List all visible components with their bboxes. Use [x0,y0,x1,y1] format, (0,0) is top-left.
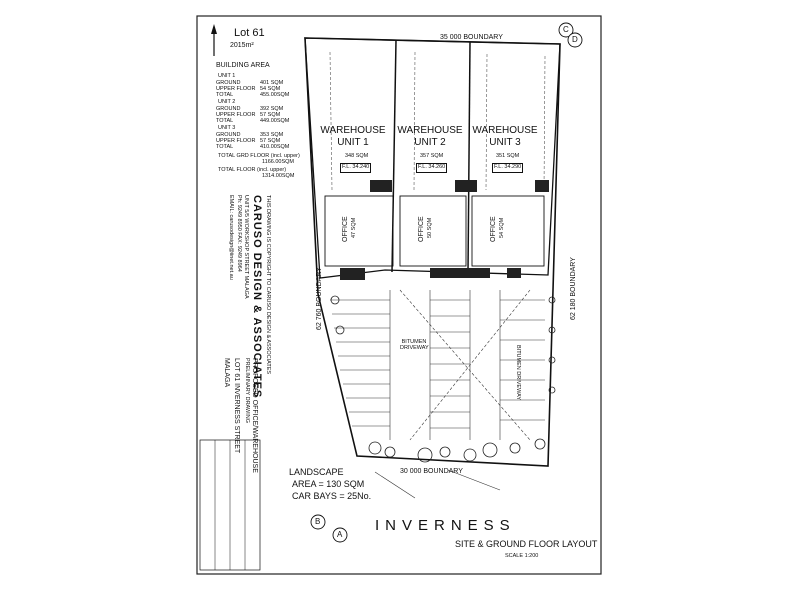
driveway-label-2: BITUMEN DRIVEWAY [515,345,521,401]
warehouse-3-fl: F.L. 34.290 [492,163,524,173]
marker-a: A [337,530,343,539]
project-suburb: MALAGA [223,358,230,388]
unit-1-heading: UNIT 1 [218,73,236,79]
boundary-bottom-label: 30 000 BOUNDARY [400,468,463,475]
warehouse-2-area: 357 SQM [420,153,444,159]
layout-title: SITE & GROUND FLOOR LAYOUT [455,539,598,549]
car-bays [330,289,545,441]
firm-phone: Ph: 9249 8950 FAX: 9249 8964 [236,195,242,272]
grid-markers [310,22,583,543]
marker-c: C [563,25,569,34]
office-2-label: OFFICE [418,216,425,242]
warehouse-1-sub: UNIT 1 [337,137,369,148]
boundary-left-label: 62 760 BOUNDARY [316,267,323,330]
office-3-label: OFFICE [490,216,497,242]
lot-title: Lot 61 [234,27,265,39]
warehouse-1-name: WAREHOUSE [320,125,386,136]
landscape-label: LANDSCAPE [289,467,344,477]
total-gfa-label: TOTAL GRD FLOOR (incl. upper) [218,153,300,159]
office-1-label: OFFICE [342,216,349,242]
warehouse-3-area: 351 SQM [496,153,520,159]
north-arrow-icon [211,24,217,56]
total-gfa-value: 1166.00SQM [262,159,295,165]
lot-area: 2015m² [230,42,254,49]
firm-email: EMAIL: carusodesign@iinet.net.au [228,195,234,280]
office-unit-3 [471,195,545,267]
landscape-shrubs [330,295,556,463]
unit-2-heading: UNIT 2 [218,99,236,105]
landscape-area: AREA = 130 SQM [292,479,365,489]
marker-b: B [315,517,321,526]
office-1-area: 47 SQM [351,217,357,238]
warehouse-2-fl: F.L. 34.260 [416,163,448,173]
car-bays-count: CAR BAYS = 25No. [292,491,372,501]
copyright-note: THIS DRAWING IS COPYRIGHT TO CARUSO DESI… [265,195,271,375]
layout-scale: SCALE 1:200 [505,553,539,559]
office-unit-2 [399,195,467,267]
office-2-area: 50 SQM [427,217,433,238]
total-floor-label: TOTAL FLOOR (incl. upper) [218,167,287,173]
unit-3-heading: UNIT 3 [218,125,236,131]
project-title: PROPOSED OFFICE/WAREHOUSE [251,358,258,473]
unit-wall-2-3 [467,41,471,273]
project-sub: PRELIMINARY DRAWING [244,358,250,423]
warehouse-3-sub: UNIT 3 [489,137,521,148]
driveway-label-1: BITUMEN DRIVEWAY [400,339,429,351]
office-3-area: 54 SQM [499,217,505,238]
warehouse-3-name: WAREHOUSE [472,125,538,136]
office-unit-1 [324,195,394,267]
warehouse-1-area: 348 SQM [345,153,369,159]
lot-boundary [304,37,561,467]
boundary-top-label: 35 000 BOUNDARY [440,34,503,41]
total-floor-value: 1314.00SQM [262,173,295,179]
drawing-frame [196,15,602,575]
warehouse-2-name: WAREHOUSE [397,125,463,136]
firm-address: UNIT 5/5 WORKSHOP STREET MALAGA [243,195,249,299]
street-name: INVERNESS [375,517,516,534]
building-area-heading: BUILDING AREA [216,62,270,69]
project-lot: LOT 61 INVERNESS STREET [233,358,240,454]
boundary-right-label: 62 180 BOUNDARY [570,257,577,320]
warehouse-1-fl: F.L. 34.240 [340,163,372,173]
warehouse-2-sub: UNIT 2 [414,137,446,148]
marker-d: D [572,35,578,44]
